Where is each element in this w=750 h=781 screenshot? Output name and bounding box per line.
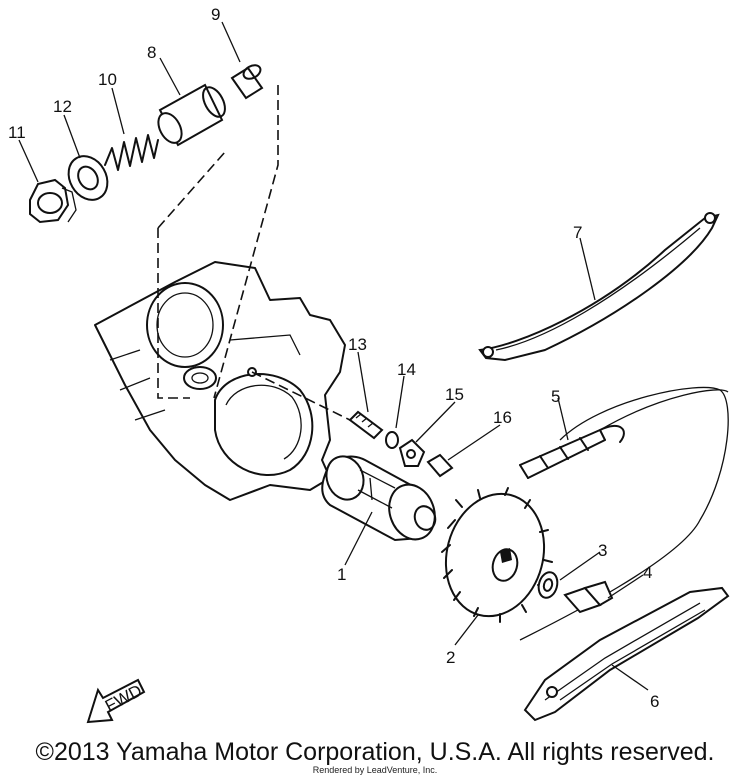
part-9-cap (230, 64, 264, 100)
leader-lines (18, 21, 649, 691)
part-13-screw (251, 371, 384, 440)
part-1-camshaft (321, 455, 437, 542)
part-15-bearing (398, 438, 426, 467)
part-16-cap (426, 453, 454, 478)
callout-1: 1 (337, 565, 346, 584)
callout-15: 15 (445, 385, 464, 404)
fwd-label: FWD (102, 681, 145, 716)
part-10-spring (104, 134, 159, 171)
part-14-oring (385, 431, 399, 449)
callout-14: 14 (397, 360, 416, 379)
part-8-tensioner (157, 83, 226, 147)
callout-7: 7 (573, 223, 582, 242)
cylinder-head (94, 261, 346, 501)
part-7-upper-guide (478, 212, 720, 362)
callout-16: 16 (493, 408, 512, 427)
callout-12: 12 (53, 97, 72, 116)
callout-9: 9 (211, 5, 220, 24)
rendered-by-note: Rendered by LeadVenture, Inc. (312, 765, 438, 775)
part-6-lower-guide (523, 586, 730, 722)
part-12-washer (67, 155, 109, 201)
callout-13: 13 (348, 335, 367, 354)
callout-8: 8 (147, 43, 156, 62)
callout-11: 11 (8, 123, 26, 142)
part-3-washer (537, 571, 559, 599)
leader-box (157, 85, 279, 399)
part-4-bolt (563, 580, 614, 614)
part-11-nut (29, 178, 77, 224)
callout-2: 2 (446, 648, 455, 667)
fwd-arrow: FWD (86, 678, 146, 724)
callout-5: 5 (551, 387, 560, 406)
callout-numbers: 1 2 3 4 5 6 7 8 9 10 11 12 13 14 15 16 (8, 5, 659, 711)
copyright-notice: ©2013 Yamaha Motor Corporation, U.S.A. A… (35, 738, 715, 766)
callout-4: 4 (643, 563, 652, 582)
callout-10: 10 (98, 70, 117, 89)
callout-3: 3 (598, 541, 607, 560)
part-2-sprocket (441, 487, 553, 623)
callout-6: 6 (650, 692, 659, 711)
